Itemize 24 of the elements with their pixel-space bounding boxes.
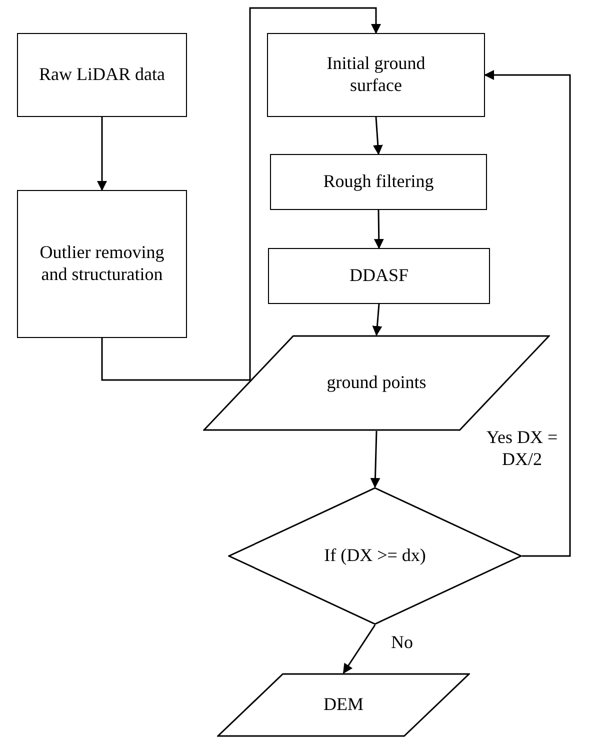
arrow <box>372 116 383 155</box>
arrow <box>372 304 382 336</box>
arrow <box>370 430 380 488</box>
node-text: ground points <box>326 372 426 394</box>
node-text: Raw LiDAR data <box>39 64 165 86</box>
node-text: DDASF <box>349 265 409 287</box>
node-text: Rough filtering <box>323 171 434 193</box>
arrow <box>97 117 107 191</box>
data-parallelogram <box>203 335 550 431</box>
process-box <box>17 190 187 338</box>
node-text: DEM <box>324 694 364 716</box>
node-text: Outlier removing and structuration <box>38 242 166 286</box>
process-box <box>270 154 487 210</box>
process-box <box>268 248 490 304</box>
arrow <box>342 624 376 674</box>
process-box <box>17 33 187 117</box>
arrow <box>484 70 571 557</box>
node-text: If (DX >= dx) <box>324 545 426 567</box>
arrow <box>101 7 381 381</box>
process-box <box>267 33 485 117</box>
data-parallelogram <box>217 673 470 737</box>
decision-diamond <box>228 487 522 625</box>
arrow <box>374 210 384 249</box>
node-text: Initial ground surface <box>326 53 426 97</box>
